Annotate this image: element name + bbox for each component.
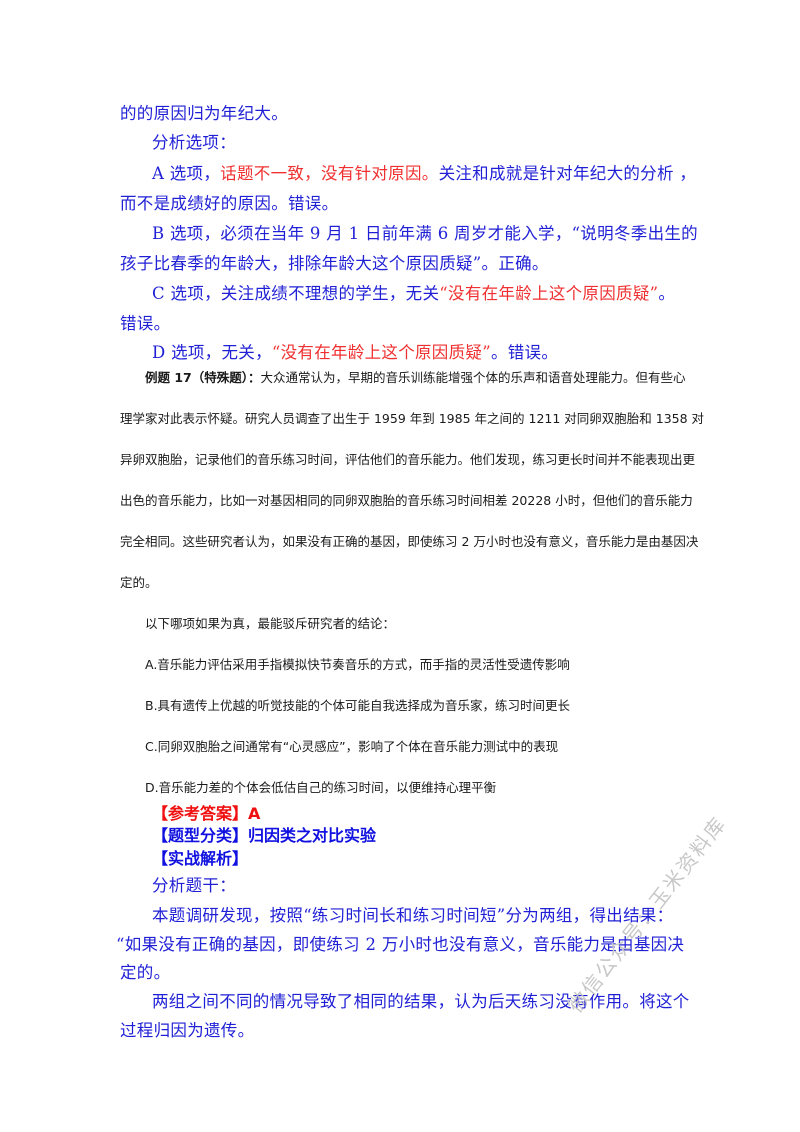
text-line: 定的。	[120, 963, 171, 982]
section-heading: 分析选项：	[152, 133, 236, 152]
option-d-analysis: D 选项，无关，“没有在年龄上这个原因质疑”。错误。	[152, 343, 559, 362]
text-line: 错误。	[120, 314, 171, 333]
highlight-text: “没有在年龄上这个原因质疑”	[439, 284, 659, 303]
text-line: 两组之间不同的情况导致了相同的结果，认为后天练习没有作用。将这个	[152, 992, 690, 1011]
text-line: 本题调研发现，按照“练习时间长和练习时间短”分为两组，得出结果：	[152, 906, 674, 925]
option-b-analysis: B 选项，必须在当年 9 月 1 日前年满 6 周岁才能入学，“说明冬季出生的	[152, 224, 698, 243]
example-question-line: 定的。	[120, 575, 158, 590]
answer-option-b: B.具有遗传上优越的听觉技能的个体可能自我选择成为音乐家，练习时间更长	[145, 698, 571, 713]
example-question-line: 例题 17（特殊题）：大众通常认为，早期的音乐训练能增强个体的乐声和语音处理能力…	[145, 370, 686, 385]
example-question-line: 理学家对此表示怀疑。研究人员调查了出生于 1959 年到 1985 年之间的 1…	[120, 411, 705, 426]
option-c-analysis: C 选项，关注成绩不理想的学生，无关“没有在年龄上这个原因质疑”。	[152, 284, 676, 303]
example-question-line: 出色的音乐能力，比如一对基因相同的同卵双胞胎的音乐练习时间相差 20228 小时…	[120, 493, 693, 508]
example-question-line: 完全相同。这些研究者认为，如果没有正确的基因，即使练习 2 万小时也没有意义，音…	[120, 534, 699, 549]
text-line: 孩子比春季的年龄大，排除年龄大这个原因质疑”。正确。	[120, 254, 549, 273]
example-question-line: 异卵双胞胎，记录他们的音乐练习时间，评估他们的音乐能力。他们发现，练习更长时间并…	[120, 452, 696, 467]
text-line: “如果没有正确的基因，即使练习 2 万小时也没有意义，音乐能力是由基因决	[116, 935, 685, 954]
question-category: 【题型分类】归因类之对比实验	[152, 826, 377, 845]
analysis-heading: 【实战解析】	[152, 849, 249, 868]
option-a-analysis: A 选项，话题不一致，没有针对原因。关注和成就是针对年纪大的分析 ，	[152, 164, 697, 183]
highlight-text: 话题不一致，没有针对原因。	[220, 164, 439, 183]
text-line: 过程归因为遗传。	[120, 1021, 255, 1040]
highlight-text: “没有在年龄上这个原因质疑”	[271, 343, 491, 362]
question-prompt: 以下哪项如果为真，最能驳斥研究者的结论：	[145, 616, 396, 631]
answer-option-a: A.音乐能力评估采用手指模拟快节奏音乐的方式，而手指的灵活性受遗传影响	[145, 657, 570, 672]
answer-option-c: C.同卵双胞胎之间通常有“心灵感应”，影响了个体在音乐能力测试中的表现	[145, 739, 559, 754]
text-line: 的的原因归为年纪大。	[120, 104, 288, 123]
text-line: 而不是成绩好的原因。错误。	[120, 194, 339, 213]
example-label: 例题 17（特殊题）：	[145, 370, 261, 385]
section-heading: 分析题干：	[152, 876, 236, 895]
answer-option-d: D.音乐能力差的个体会低估自己的练习时间，以便维持心理平衡	[145, 780, 497, 795]
reference-answer: 【参考答案】A	[152, 804, 261, 823]
